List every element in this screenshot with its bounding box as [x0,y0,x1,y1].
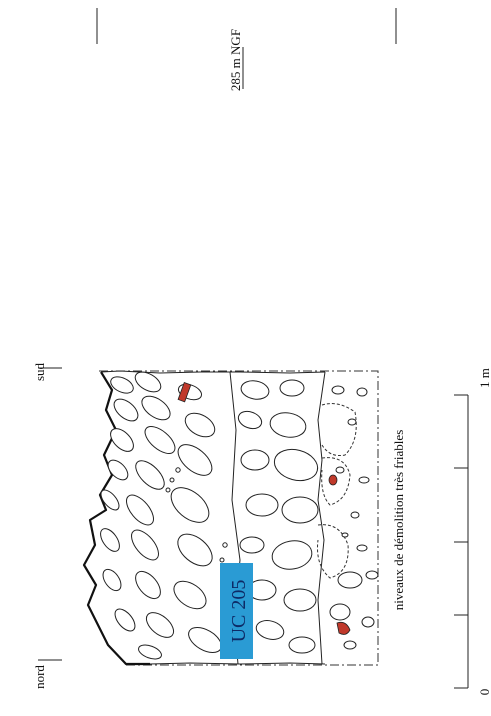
section-top-edge [100,370,326,374]
caption-group: niveaux de démolition très friables [391,430,406,611]
scale-end-label: 1 m [477,368,491,388]
friable-pocket-2 [321,457,351,506]
unit-label-box [220,563,253,659]
friable-pocket-3 [317,524,349,579]
brick-fragment-3 [336,621,351,635]
unit-label-group: UC 205 [228,580,250,643]
unit-label: UC 205 [228,580,250,643]
layer-boundary-2 [317,371,326,665]
section-bottom-edge [149,662,326,665]
brick-fragment-1 [177,382,192,403]
south-group: sud [32,362,47,381]
north-group: nord [32,665,47,689]
scale-end-group: 1 m [477,368,491,388]
brick-fragment-2 [328,474,338,486]
excavation-boundary [99,370,379,666]
friable-pocket-1 [321,403,357,456]
section-profile [82,371,150,666]
stones-zone-1 [100,371,228,660]
elevation-label: 285 m NGF [228,29,243,91]
north-label: nord [32,665,47,689]
elevation-group: 285 m NGF [228,29,244,91]
caption: niveaux de démolition très friables [391,430,406,611]
stones-zone-2 [237,379,319,654]
scale-start-group: 0 [477,689,491,696]
brick-fragments [177,382,351,635]
stones-zone-3 [329,385,379,650]
scale-start-label: 0 [477,689,491,696]
south-label: sud [32,362,47,381]
scale-bar [454,394,469,689]
